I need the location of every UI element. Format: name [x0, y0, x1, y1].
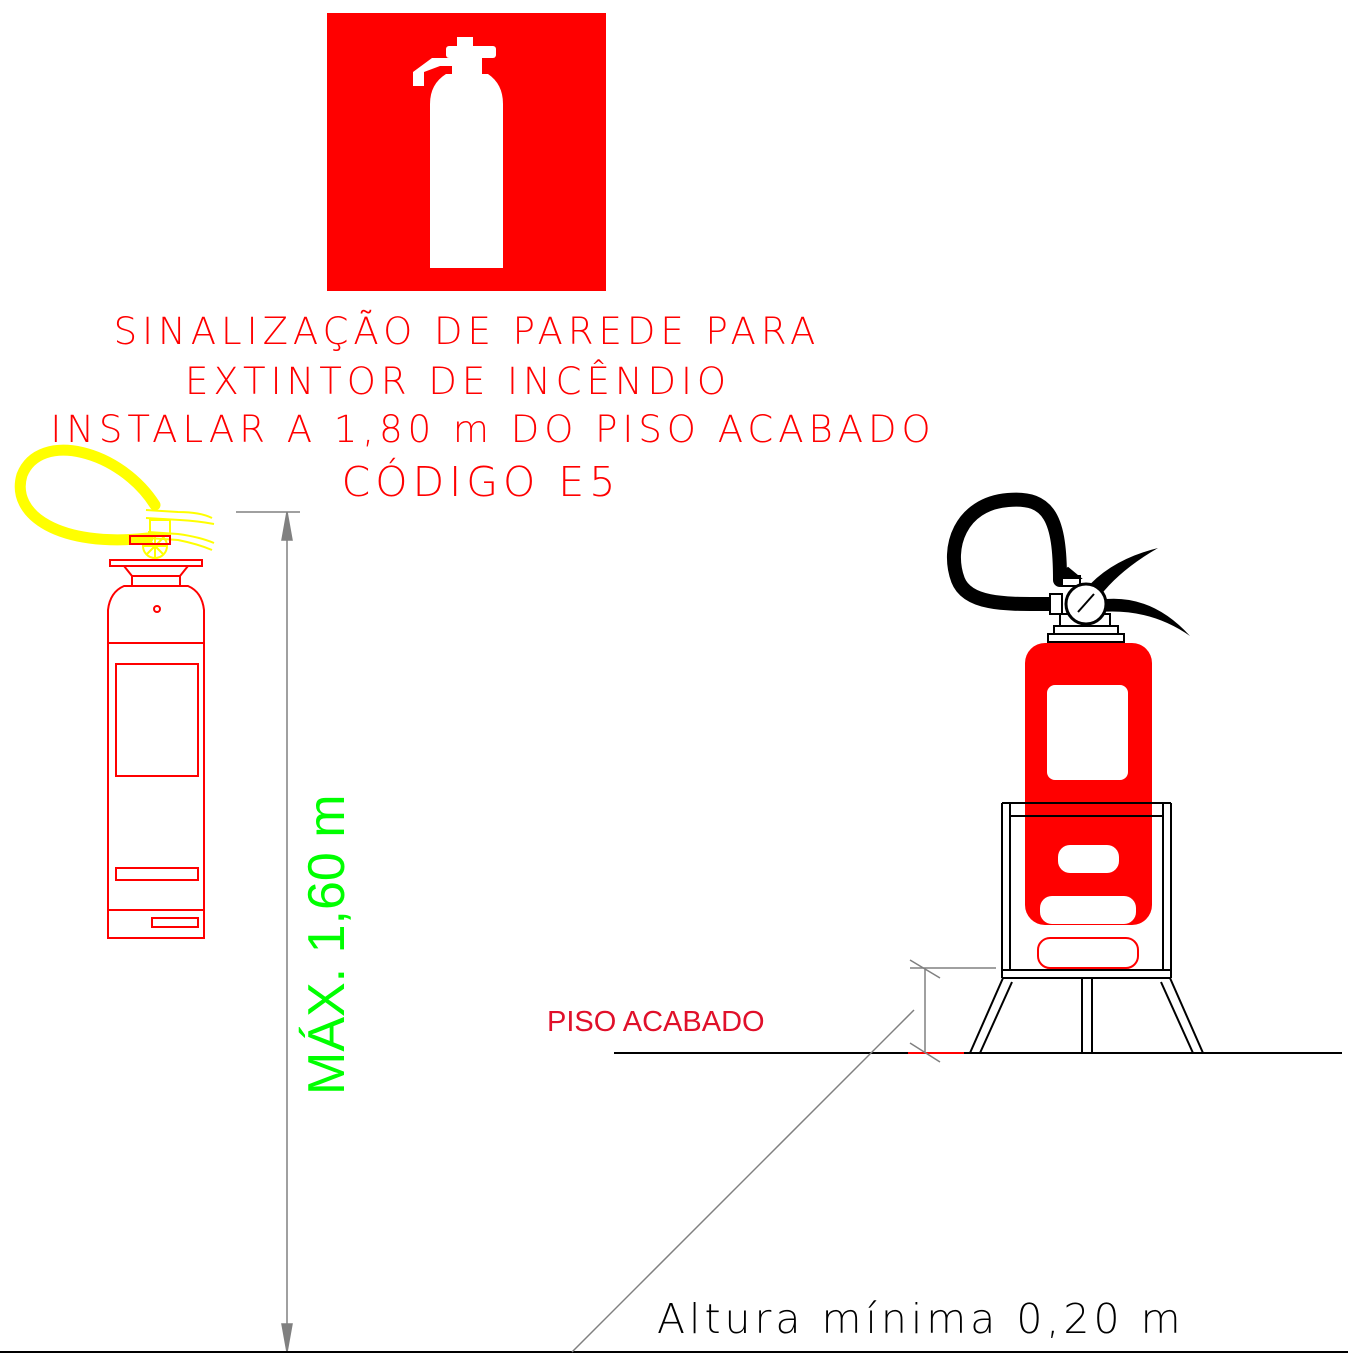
pressure-dot: [153, 605, 161, 613]
handle-lever-lower: [1098, 598, 1190, 636]
extinguisher-body-outline: [107, 535, 205, 939]
sign-caption-line4: CÓDIGO E5: [342, 458, 621, 506]
floor-label: PISO ACABADO: [547, 1006, 765, 1038]
fire-extinguisher-sign: [327, 13, 606, 291]
fire-extinguisher-icon: [413, 37, 503, 268]
leader-line: [571, 1009, 915, 1353]
black-hose: [947, 492, 1067, 612]
handle-lever: [1085, 548, 1158, 596]
min-height-dimension: [571, 959, 996, 1353]
sign-caption-line3: INSTALAR A 1,80 m DO PISO ACABADO: [50, 408, 935, 451]
max-height-label: MÁX. 1,60 m: [298, 794, 356, 1095]
max-height-dimension: [236, 511, 300, 1353]
sign-caption-line1: SINALIZAÇÃO DE PAREDE PARA: [114, 310, 821, 353]
sign-caption: SINALIZAÇÃO DE PAREDE PARA EXTINTOR DE I…: [50, 310, 935, 506]
wall-extinguisher-drawing: [14, 444, 215, 939]
min-height-label: Altura mínima 0,20 m: [657, 1295, 1185, 1343]
yellow-hose: [14, 444, 161, 546]
valve-head: [142, 509, 215, 559]
extinguisher-stand: [968, 802, 1205, 1054]
floor-extinguisher-drawing: [614, 492, 1342, 1054]
sign-caption-line2: EXTINTOR DE INCÊNDIO: [185, 359, 731, 403]
